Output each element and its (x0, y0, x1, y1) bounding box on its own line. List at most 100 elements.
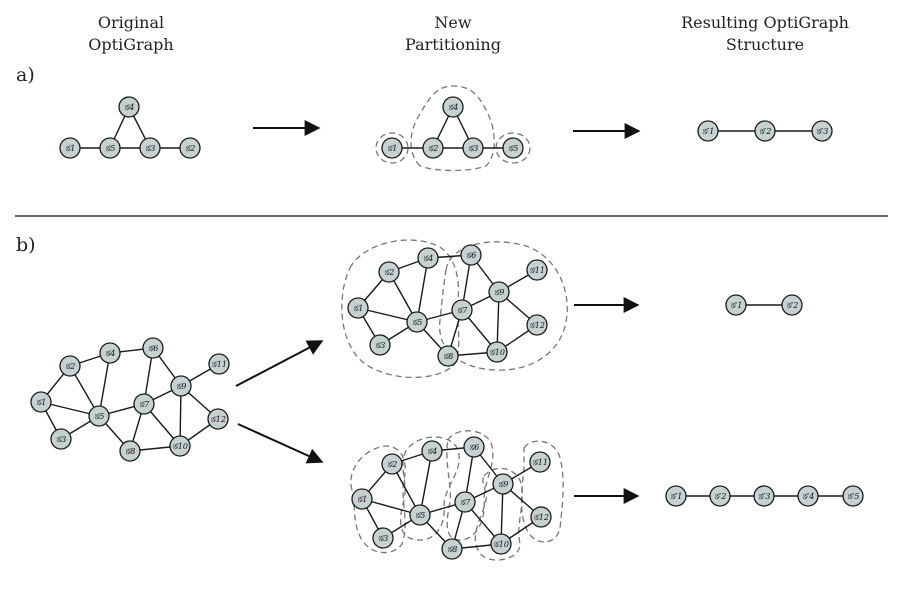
node-label-b-p2-3: 𝒢3 (378, 534, 389, 543)
node-b-p2-5: 𝒢5 (409, 504, 431, 526)
node-a-res-3: 𝒢′3 (811, 120, 833, 142)
node-b-orig-8: 𝒢8 (119, 440, 141, 462)
node-label-b-p1-7: 𝒢7 (457, 306, 469, 315)
node-a-part-4: 𝒢4 (442, 96, 464, 118)
node-label-a-part-1: 𝒢1 (387, 144, 398, 153)
node-label-b-res1-1: 𝒢′1 (730, 301, 743, 310)
node-label-b-res2-5: 𝒢′5 (847, 492, 860, 501)
edge-b-p1-4-5 (416, 257, 429, 323)
node-label-b-orig-7: 𝒢7 (139, 400, 151, 409)
node-label-b-p2-10: 𝒢10 (493, 540, 509, 549)
node-label-a-orig-2: 𝒢2 (185, 144, 196, 153)
node-label-b-orig-6: 𝒢6 (148, 344, 159, 353)
node-label-a-orig-1: 𝒢1 (65, 144, 76, 153)
node-b-p1-2: 𝒢2 (378, 261, 400, 283)
node-label-b-p1-1: 𝒢1 (353, 304, 364, 313)
partition-outline (350, 445, 406, 554)
node-b-p2-10: 𝒢10 (490, 533, 512, 555)
node-label-b-p2-12: 𝒢12 (533, 513, 549, 522)
node-b-p1-7: 𝒢7 (451, 299, 473, 321)
node-b-p2-6: 𝒢6 (463, 436, 485, 458)
node-b-p1-12: 𝒢12 (526, 314, 548, 336)
node-label-b-res2-3: 𝒢′3 (758, 492, 771, 501)
edge-b-orig-4-5 (98, 352, 111, 417)
node-b-res2-5: 𝒢′5 (842, 485, 864, 507)
node-label-b-p2-11: 𝒢11 (532, 458, 548, 467)
node-b-p2-2: 𝒢2 (381, 453, 403, 475)
node-label-b-orig-3: 𝒢3 (56, 435, 67, 444)
node-label-b-p1-8: 𝒢8 (443, 352, 454, 361)
node-a-part-1: 𝒢1 (381, 137, 403, 159)
partition-outline (438, 241, 568, 371)
node-b-orig-2: 𝒢2 (59, 355, 81, 377)
node-label-b-orig-2: 𝒢2 (65, 362, 76, 371)
node-b-p1-6: 𝒢6 (460, 244, 482, 266)
node-label-b-orig-9: 𝒢9 (176, 382, 187, 391)
node-label-b-p1-3: 𝒢3 (375, 341, 386, 350)
node-b-res1-2: 𝒢′2 (781, 294, 803, 316)
node-label-a-orig-4: 𝒢4 (124, 103, 135, 112)
node-label-b-res2-1: 𝒢′1 (670, 492, 683, 501)
edge-b-p2-4-5 (419, 450, 433, 516)
node-a-part-5: 𝒢5 (502, 137, 524, 159)
partition-outline (520, 440, 564, 543)
node-b-p2-1: 𝒢1 (351, 488, 373, 510)
node-label-b-p1-10: 𝒢10 (489, 348, 505, 357)
node-label-b-p1-5: 𝒢5 (412, 318, 423, 327)
node-b-p2-12: 𝒢12 (530, 506, 552, 528)
node-a-res-2: 𝒢′2 (754, 120, 776, 142)
node-label-b-p2-2: 𝒢2 (387, 460, 398, 469)
node-b-p2-3: 𝒢3 (372, 527, 394, 549)
node-b-orig-3: 𝒢3 (50, 428, 72, 450)
node-a-orig-1: 𝒢1 (59, 137, 81, 159)
node-b-p2-7: 𝒢7 (454, 491, 476, 513)
node-b-p2-9: 𝒢9 (492, 473, 514, 495)
header-result-line1: Resulting OptiGraph (681, 13, 849, 32)
node-label-b-res2-2: 𝒢′2 (714, 492, 727, 501)
node-b-p1-3: 𝒢3 (369, 334, 391, 356)
node-label-a-part-3: 𝒢3 (468, 144, 479, 153)
partition-outline (495, 132, 531, 164)
node-b-orig-7: 𝒢7 (133, 393, 155, 415)
header-original: Original OptiGraph (21, 12, 241, 56)
node-label-b-orig-12: 𝒢12 (210, 415, 226, 424)
node-label-b-orig-10: 𝒢10 (172, 442, 188, 451)
node-label-b-res2-4: 𝒢′4 (802, 492, 815, 501)
node-b-res1-1: 𝒢′1 (725, 294, 747, 316)
node-b-p1-5: 𝒢5 (406, 311, 428, 333)
header-resulting-structure: Resulting OptiGraph Structure (655, 12, 875, 56)
node-b-orig-9: 𝒢9 (170, 375, 192, 397)
node-label-b-p2-1: 𝒢1 (357, 495, 368, 504)
panel-label-b: b) (16, 234, 36, 256)
node-b-res2-4: 𝒢′4 (797, 485, 819, 507)
header-original-line1: Original (97, 13, 165, 32)
node-label-b-p2-9: 𝒢9 (498, 480, 509, 489)
node-label-b-p1-9: 𝒢9 (494, 288, 505, 297)
header-new-partitioning: New Partitioning (343, 12, 563, 56)
node-label-b-orig-5: 𝒢5 (94, 412, 105, 421)
node-label-a-res-2: 𝒢′2 (759, 127, 772, 136)
node-b-orig-12: 𝒢12 (207, 408, 229, 430)
node-b-res2-1: 𝒢′1 (665, 485, 687, 507)
node-a-part-2: 𝒢2 (422, 137, 444, 159)
node-label-b-p1-6: 𝒢6 (466, 251, 477, 260)
node-b-p1-10: 𝒢10 (486, 341, 508, 363)
node-b-orig-11: 𝒢11 (208, 353, 230, 375)
node-b-p1-4: 𝒢4 (417, 247, 439, 269)
node-label-a-part-2: 𝒢2 (428, 144, 439, 153)
node-b-res2-2: 𝒢′2 (709, 485, 731, 507)
node-label-a-part-4: 𝒢4 (448, 103, 459, 112)
node-b-p2-8: 𝒢8 (441, 538, 463, 560)
node-label-b-orig-8: 𝒢8 (125, 447, 136, 456)
partition-outline (399, 436, 460, 541)
node-a-part-3: 𝒢3 (462, 137, 484, 159)
node-b-p1-9: 𝒢9 (488, 281, 510, 303)
node-label-b-p1-2: 𝒢2 (384, 268, 395, 277)
panel-label-a: a) (16, 64, 35, 86)
node-label-a-res-3: 𝒢′3 (816, 127, 829, 136)
partition-outline (410, 85, 495, 172)
node-b-orig-6: 𝒢6 (142, 337, 164, 359)
arrow (235, 340, 324, 387)
node-b-p1-8: 𝒢8 (437, 345, 459, 367)
